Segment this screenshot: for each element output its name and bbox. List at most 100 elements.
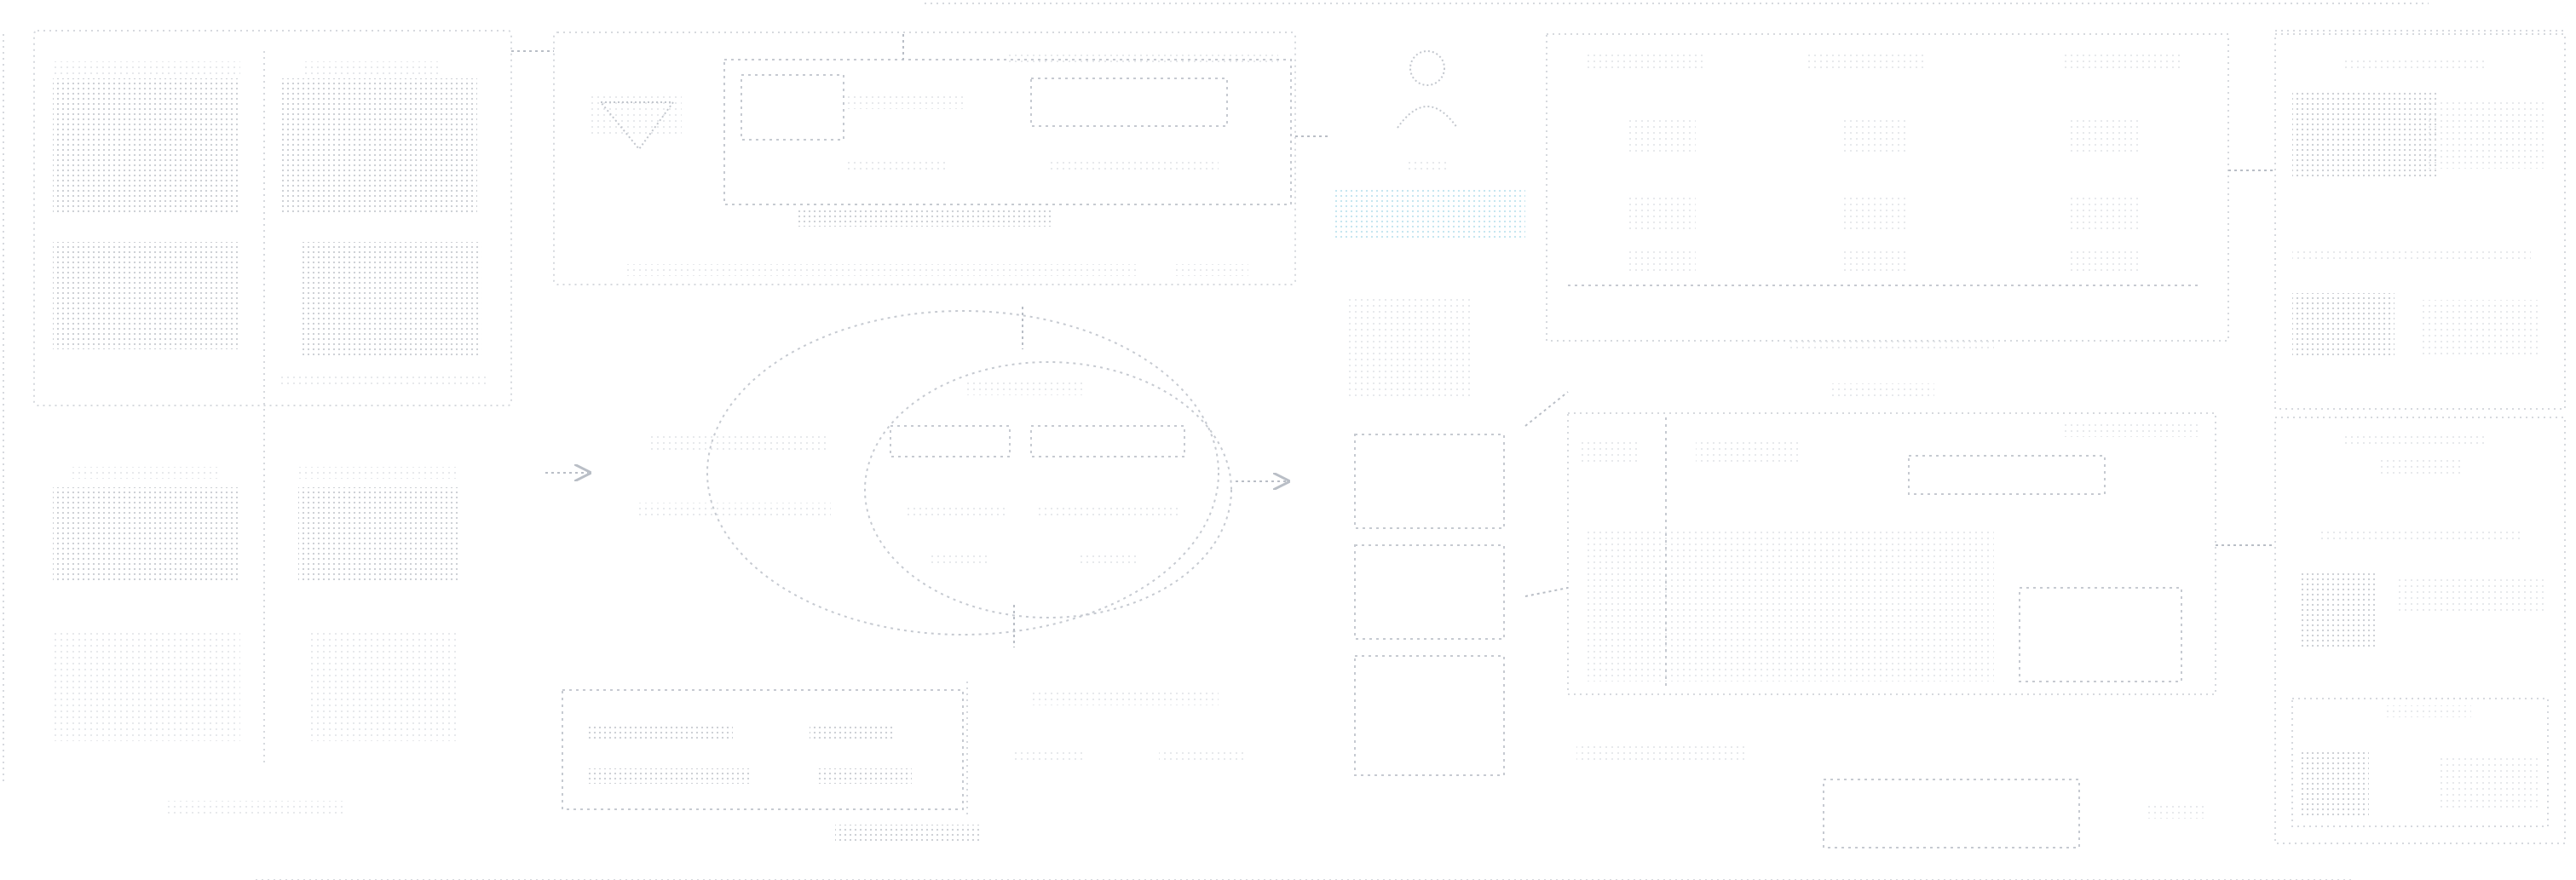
pipeline-block-a bbox=[588, 92, 682, 138]
network-lower-arrow-a bbox=[1524, 391, 1569, 427]
left-caption-bar bbox=[166, 801, 345, 814]
network-node-row-c bbox=[2062, 51, 2181, 72]
left-table-d-footer bbox=[281, 375, 486, 387]
stack-block-b bbox=[1354, 434, 1505, 529]
network-node-b bbox=[1841, 119, 1909, 153]
model-inner-title bbox=[963, 382, 1082, 395]
model-inner-box-a bbox=[890, 425, 1011, 457]
results-grid-b bbox=[2394, 579, 2548, 613]
left-table-e-header bbox=[68, 467, 222, 479]
model-inner-box-e bbox=[929, 552, 988, 564]
results-glyph-b bbox=[2420, 300, 2539, 356]
results-panel bbox=[2274, 33, 2566, 844]
network-node-c bbox=[2071, 119, 2139, 153]
network-node-row-a bbox=[1585, 51, 1704, 72]
results-grid-a bbox=[2301, 572, 2377, 649]
model-panel bbox=[545, 307, 1287, 647]
pipeline-block-f bbox=[1048, 158, 1219, 172]
network-grid-frame bbox=[1546, 33, 2229, 342]
left-table-a-header bbox=[53, 61, 240, 77]
pipeline-block-d bbox=[844, 92, 963, 109]
left-table-b bbox=[53, 242, 240, 349]
pipeline-inner-box bbox=[723, 59, 1292, 205]
network-node-d bbox=[1628, 196, 1696, 230]
model-label-b bbox=[635, 503, 831, 518]
person-body-icon bbox=[1397, 106, 1458, 129]
bottom-table-side-b bbox=[1014, 751, 1082, 763]
bottom-table-row-b bbox=[588, 768, 750, 784]
bottom-table-caption bbox=[835, 825, 980, 843]
results-title-a bbox=[2343, 58, 2488, 72]
person-label bbox=[1406, 162, 1449, 174]
stack-block-c bbox=[1354, 544, 1505, 640]
left-table-c bbox=[281, 78, 477, 215]
left-table-h bbox=[311, 630, 456, 741]
results-subtitle bbox=[2318, 528, 2522, 542]
pipeline-block-b bbox=[741, 74, 844, 141]
network-lower-grid bbox=[1585, 528, 1994, 682]
results-frame-top bbox=[2274, 33, 2566, 410]
network-node-f bbox=[2071, 196, 2139, 230]
results-glyph-a bbox=[2292, 293, 2394, 358]
results-chart-points-b bbox=[2437, 758, 2539, 809]
left-data-panel bbox=[33, 30, 512, 814]
results-caption-a bbox=[2292, 249, 2531, 261]
left-table-g bbox=[298, 487, 460, 581]
highlighted-block bbox=[1334, 187, 1525, 239]
network-lower-frame bbox=[1567, 412, 2216, 695]
stack-block-a bbox=[1346, 298, 1474, 400]
network-lower-arrow-b bbox=[1524, 587, 1569, 597]
network-lower-box-a bbox=[1581, 439, 1640, 464]
person-head-icon bbox=[1409, 50, 1445, 86]
pipeline-title-bar bbox=[797, 208, 1052, 227]
model-inner-box-d bbox=[1035, 504, 1180, 518]
bottom-table-frame bbox=[562, 689, 964, 810]
results-frame-bottom bbox=[2274, 417, 2566, 844]
left-table-e bbox=[53, 487, 240, 581]
network-lower-box-b bbox=[1696, 439, 1798, 464]
results-title-b bbox=[2343, 433, 2488, 448]
left-table-g-header bbox=[298, 467, 460, 479]
network-lower-box-c bbox=[1908, 455, 2106, 495]
bottom-table-row-a bbox=[588, 726, 733, 741]
model-inner-box-b bbox=[1030, 425, 1185, 457]
results-chart-label bbox=[2386, 705, 2471, 717]
pipeline-subtitle-bar bbox=[626, 264, 1138, 276]
left-table-f bbox=[53, 630, 240, 741]
bottom-center-panel bbox=[562, 682, 1244, 843]
network-lower-header bbox=[1832, 383, 1934, 400]
left-table-d bbox=[303, 242, 481, 358]
bottom-table-row-c bbox=[810, 726, 895, 741]
bottom-table-side-a bbox=[1031, 692, 1219, 705]
network-lower-box-e bbox=[2062, 422, 2199, 437]
pipeline-block-c bbox=[1030, 78, 1228, 127]
pipeline-block-e bbox=[844, 158, 946, 172]
network-node-g bbox=[1628, 247, 1696, 273]
results-table-a bbox=[2292, 92, 2437, 177]
left-table-c-header bbox=[303, 61, 439, 77]
pipeline-panel bbox=[553, 32, 1296, 285]
stack-block-d bbox=[1354, 655, 1505, 776]
network-node-h bbox=[1841, 247, 1909, 273]
bottom-table-row-d bbox=[818, 768, 912, 784]
network-node-e bbox=[1841, 196, 1909, 230]
model-inner-box-c bbox=[903, 504, 1006, 518]
network-node-a bbox=[1628, 119, 1696, 153]
network-node-row-b bbox=[1807, 51, 1926, 72]
network-panel bbox=[1334, 33, 2229, 848]
pipeline-block-c-header bbox=[1006, 51, 1278, 65]
pipeline-subtitle-bar-right bbox=[1172, 264, 1248, 276]
model-inner-box-f bbox=[1078, 552, 1138, 564]
network-footer-label bbox=[1576, 745, 1747, 761]
results-table-b bbox=[2429, 101, 2548, 169]
model-inner-ellipse bbox=[864, 361, 1232, 618]
network-footer-side bbox=[2147, 805, 2207, 819]
network-title-bar bbox=[1789, 339, 1994, 353]
network-lower-box-d bbox=[2019, 587, 2182, 682]
results-title-c bbox=[2377, 460, 2463, 474]
model-outer-ellipse bbox=[706, 310, 1219, 636]
model-label-a bbox=[648, 436, 827, 452]
left-table-a bbox=[53, 78, 240, 213]
